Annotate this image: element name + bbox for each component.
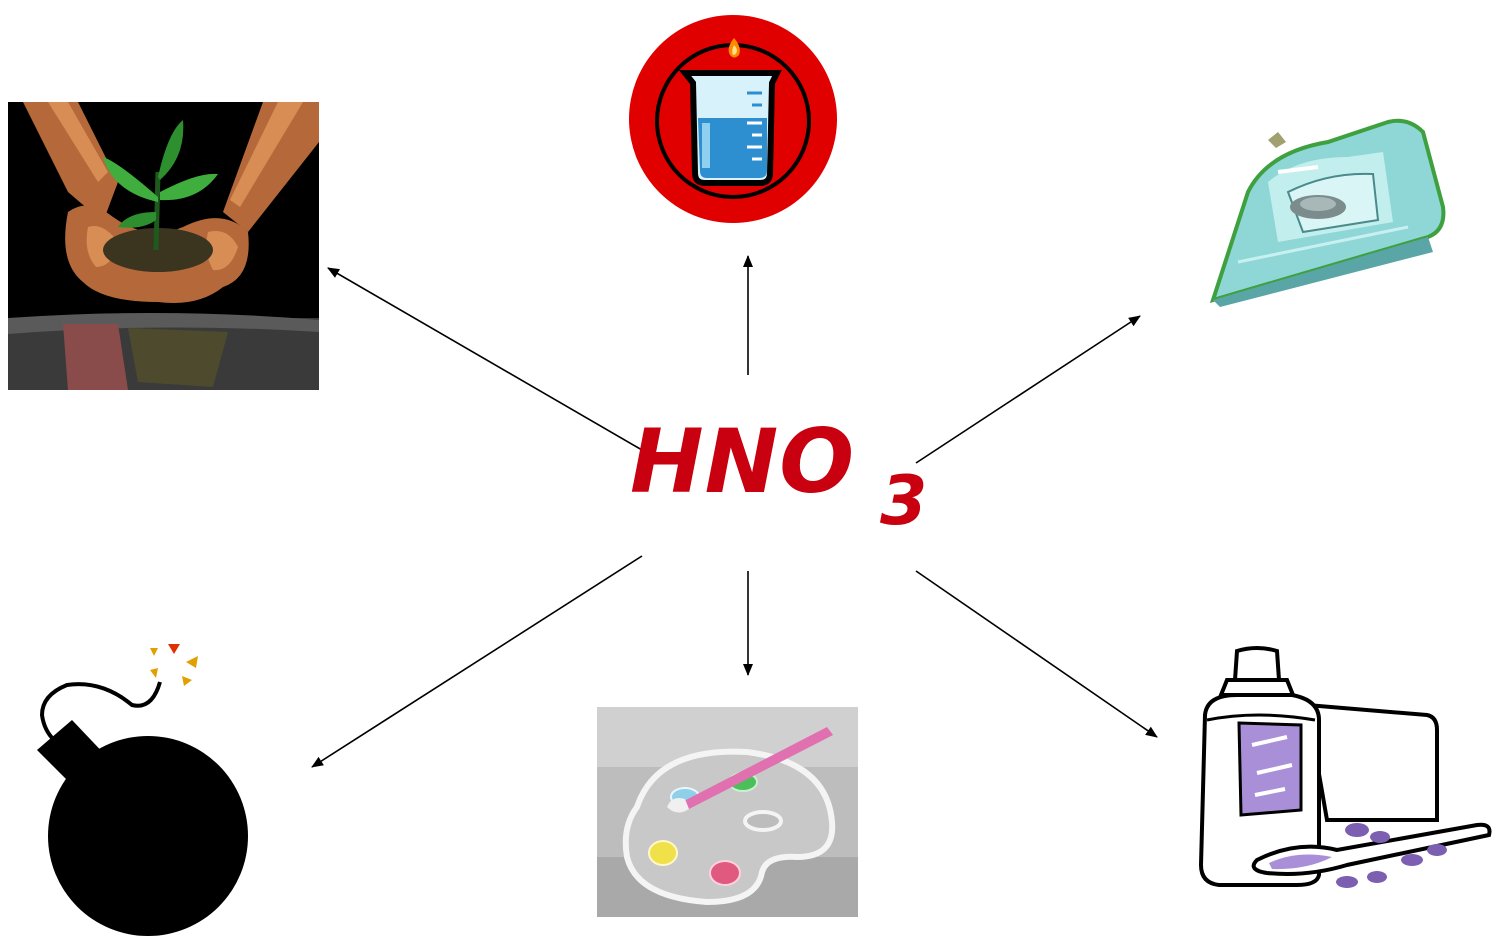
beaker-icon xyxy=(627,13,840,225)
arrow-to-bomb xyxy=(311,555,643,768)
formula-subscript: 3 xyxy=(880,462,928,541)
arrow-to-medicine xyxy=(915,570,1158,738)
arrow-to-plant xyxy=(327,267,643,451)
formula-hno3: HNO 3 xyxy=(630,400,950,560)
medicine-bottle-icon xyxy=(1197,645,1494,893)
arrow-to-iron xyxy=(915,315,1141,464)
paint-palette-icon xyxy=(597,707,858,917)
plant-in-hands-icon xyxy=(8,102,319,390)
formula-main: HNO xyxy=(630,410,856,513)
bomb-icon xyxy=(32,640,252,937)
iron-icon xyxy=(1208,112,1450,307)
